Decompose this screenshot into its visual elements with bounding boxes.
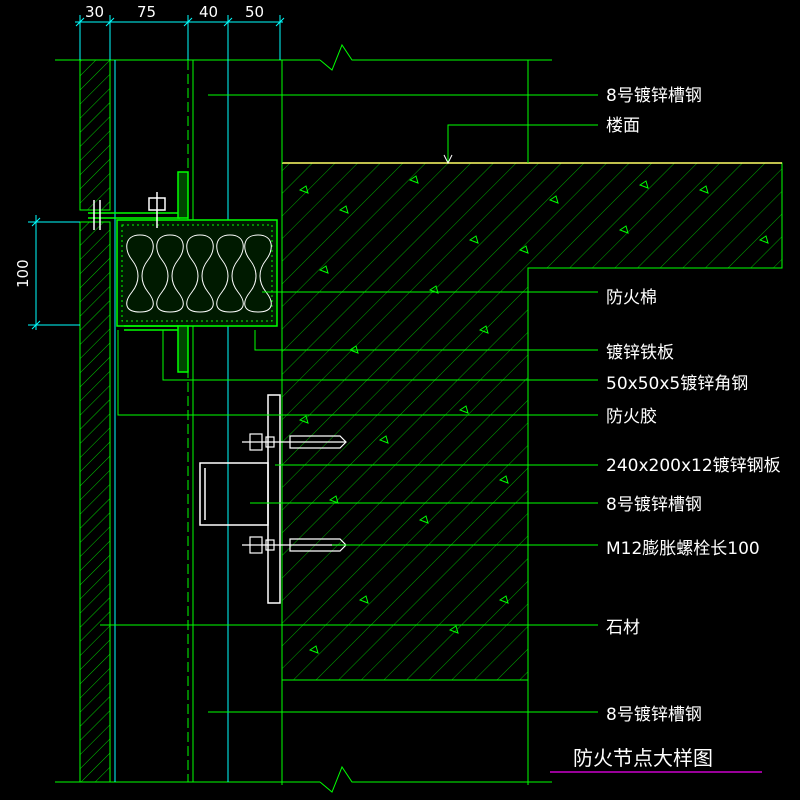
stone-cladding xyxy=(79,59,111,783)
dimension-lines xyxy=(28,15,285,330)
drawing-title: 防火节点大样图 xyxy=(573,746,713,770)
label-channel-steel-top: 8号镀锌槽钢 xyxy=(606,86,702,106)
steel-angle-bracket xyxy=(88,171,189,373)
label-fire-sealant: 防火胶 xyxy=(606,407,657,427)
leader-lines xyxy=(100,94,598,713)
label-channel-steel-bottom: 8号镀锌槽钢 xyxy=(606,705,702,725)
dim-label-40: 40 xyxy=(199,3,218,21)
concrete-slab xyxy=(281,162,783,681)
dim-label-100: 100 xyxy=(14,259,32,288)
dim-label-75: 75 xyxy=(137,3,156,21)
label-channel-steel-mid: 8号镀锌槽钢 xyxy=(606,495,702,515)
vertical-channel xyxy=(114,60,229,782)
label-floor: 楼面 xyxy=(606,116,640,136)
label-angle-steel: 50x50x5镀锌角钢 xyxy=(606,374,748,394)
fire-insulation xyxy=(116,219,278,327)
label-fire-insulation: 防火棉 xyxy=(606,288,657,308)
dim-label-50: 50 xyxy=(245,3,264,21)
label-steel-plate: 240x200x12镀锌钢板 xyxy=(606,456,781,476)
label-expansion-bolt: M12膨胀螺栓长100 xyxy=(606,539,760,559)
expansion-bolt xyxy=(242,433,347,554)
anchor-plate xyxy=(199,394,281,604)
dim-label-30: 30 xyxy=(85,3,104,21)
label-stone: 石材 xyxy=(606,618,640,638)
label-galvanized-sheet: 镀锌铁板 xyxy=(606,343,674,363)
